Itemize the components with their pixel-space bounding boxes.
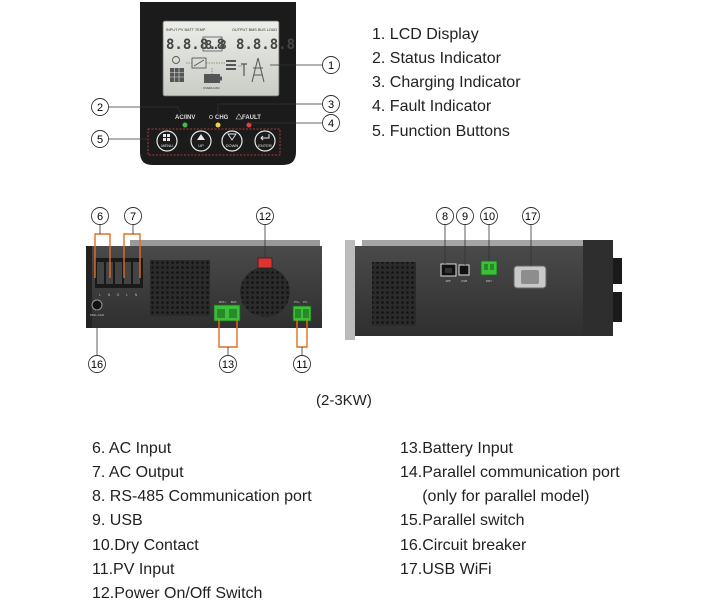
legend-item-10: 10.Dry Contact (92, 537, 199, 554)
legend-item-2: 2. Status Indicator (372, 50, 501, 67)
down-button[interactable]: DOWN (221, 130, 243, 152)
battery-input-terminal: BAT+ BAT- (213, 300, 241, 322)
legend-item-16: 16.Circuit breaker (400, 537, 527, 554)
triangle-up-icon (197, 134, 205, 140)
solar-panel-icon (170, 68, 184, 82)
led-chg (215, 122, 221, 128)
breaker-label: BREAKER (90, 313, 105, 317)
callout-17: 17 (525, 211, 537, 223)
ac-term-g: G (117, 293, 120, 297)
grid-icon (163, 134, 170, 141)
bat-minus-label: BAT- (231, 300, 237, 304)
load-bars-icon (226, 60, 236, 70)
legend-item-3: 3. Charging Indicator (372, 74, 521, 91)
dry-label: DRY (486, 279, 492, 283)
function-buttons: MENU UP DOWN ENTER (147, 128, 281, 156)
pv-input-terminal: PV+ PV- (292, 300, 312, 322)
callout-7: 7 (130, 211, 136, 223)
usb-port: USB (458, 264, 470, 283)
usb-label: USB (461, 279, 467, 283)
callout-12: 12 (259, 211, 271, 223)
menu-button-label: MENU (161, 143, 173, 148)
callout-10: 10 (483, 211, 495, 223)
lcd-top-right-label: OUTPUT BMS BUS LOAD (232, 28, 277, 32)
chg-sun-icon (209, 115, 213, 119)
ac-term-l-out: L (126, 293, 128, 297)
rs485-label: 485 (445, 279, 450, 283)
triangle-down-icon (227, 133, 237, 141)
legend-item-11: 11.PV Input (92, 561, 175, 578)
callout-11: 11 (296, 359, 307, 371)
led-acinv (182, 122, 188, 128)
callout-8: 8 (442, 211, 448, 223)
callout-1: 1 (328, 60, 334, 72)
fan-right (240, 267, 290, 317)
lcd-digits-left: 8.8.8.8 (166, 37, 225, 53)
lower-callouts: 6 7 12 13 11 16 8 9 10 17 (88, 207, 540, 373)
bulb-icon (172, 56, 180, 64)
lcd-digits-mid: 8.8 (205, 38, 227, 52)
legend-item-7: 7. AC Output (92, 464, 184, 481)
front-panel: INPUT PV BATT TEMP OUTPUT BMS BUS LOAD 8… (140, 2, 296, 165)
legend-item-13: 13.Battery Input (400, 440, 513, 457)
lcd-small-label: OVERLOAD (203, 86, 221, 90)
rs485-port: 485 (440, 263, 457, 283)
bottom-view-unit: L N G L N BREAKER BAT+ BAT- (86, 240, 322, 328)
legend-item-15: 15.Parallel switch (400, 512, 525, 529)
ac-term-n-in: N (108, 293, 111, 297)
callout-3: 3 (328, 99, 334, 111)
legend-item-17: 17.USB WiFi (400, 561, 492, 578)
callout-6: 6 (97, 211, 103, 223)
callout-4: 4 (328, 118, 334, 130)
down-button-label: DOWN (226, 143, 239, 148)
power-switch[interactable] (257, 257, 273, 269)
lcd-digits-right: 8.8.8.8 (236, 37, 295, 53)
legend-item-9: 9. USB (92, 512, 143, 529)
bat-plus-label: BAT+ (219, 300, 227, 304)
up-button-label: UP (198, 143, 204, 148)
led-chg-label: CHG (215, 115, 229, 121)
enter-button-label: ENTER (258, 143, 272, 148)
front-callouts: 1 2 3 4 5 (91, 56, 340, 148)
transmission-tower-icon (251, 57, 265, 83)
led-fault (246, 122, 252, 128)
led-fault-label: FAULT (242, 115, 261, 121)
callout-9: 9 (462, 211, 468, 223)
side-view-unit: 485 USB DRY (345, 240, 622, 340)
return-arrow-icon (260, 134, 270, 141)
side-vent (372, 262, 416, 326)
menu-button[interactable]: MENU (156, 130, 178, 152)
legend-item-14: 14.Parallel communication port (400, 464, 620, 481)
ac-term-n-out: N (135, 293, 138, 297)
fan-left (150, 260, 210, 316)
callout-16: 16 (91, 359, 103, 371)
model-caption: (2-3KW) (316, 392, 372, 409)
legend-item-6: 6. AC Input (92, 440, 172, 457)
pv-plus-label: PV+ (294, 300, 300, 304)
legend-item-8: 8. RS-485 Communication port (92, 488, 312, 505)
fault-warning-icon (235, 113, 243, 120)
lcd-display: INPUT PV BATT TEMP OUTPUT BMS BUS LOAD 8… (162, 20, 295, 97)
legend-item-1: 1. LCD Display (372, 26, 479, 43)
legend-item-12: 12.Power On/Off Switch (92, 585, 263, 602)
usb-wifi-port (513, 265, 547, 289)
legend-item-5: 5. Function Buttons (372, 123, 510, 140)
callout-5: 5 (97, 134, 103, 146)
ac-term-l-in: L (99, 293, 101, 297)
enter-button[interactable]: ENTER (254, 130, 276, 152)
pv-minus-label: PV- (303, 300, 308, 304)
legend-item-14-note: (only for parallel model) (400, 488, 590, 505)
led-acinv-label: AC/INV (175, 115, 195, 121)
lcd-top-left-label: INPUT PV BATT TEMP (166, 28, 206, 32)
legend-item-4: 4. Fault Indicator (372, 98, 492, 115)
up-button[interactable]: UP (190, 130, 212, 152)
battery-icon (204, 74, 222, 83)
callout-13: 13 (222, 359, 234, 371)
callout-2: 2 (97, 102, 103, 114)
